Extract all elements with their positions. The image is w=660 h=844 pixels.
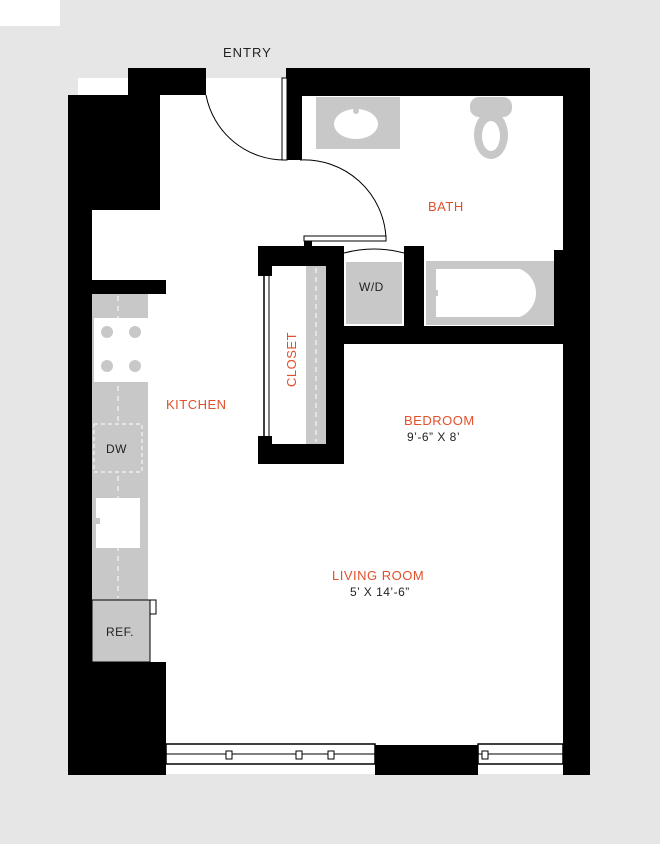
entry-door-swing xyxy=(205,94,287,161)
kitchen-header-wall xyxy=(68,280,166,294)
faucet xyxy=(353,108,359,114)
bedroom-label: BEDROOM xyxy=(404,413,475,428)
wd-label: W/D xyxy=(359,280,384,294)
ref-label: REF. xyxy=(106,625,135,639)
bedroom-top-wall xyxy=(344,326,564,344)
tub-end-wall xyxy=(554,250,564,330)
refrigerator xyxy=(91,599,151,663)
burner xyxy=(129,326,141,338)
entry-door-leaf xyxy=(281,77,288,161)
tub-drain xyxy=(432,290,438,296)
exterior-walls xyxy=(68,68,590,775)
closet-shelf xyxy=(306,266,326,444)
closet-label: CLOSET xyxy=(284,331,300,388)
bath-fixtures xyxy=(316,97,554,325)
closet-right-wall xyxy=(326,246,344,464)
bath-door xyxy=(299,159,387,242)
washer-dryer xyxy=(346,262,402,324)
burner xyxy=(101,326,113,338)
entry-label: ENTRY xyxy=(223,45,272,60)
window-mullion xyxy=(295,750,303,760)
burner xyxy=(129,360,141,372)
kitchen-label: KITCHEN xyxy=(166,397,227,412)
window-mullion xyxy=(481,750,489,760)
entry-door xyxy=(205,77,288,161)
bath-door-swing xyxy=(299,159,387,239)
sink-basin xyxy=(334,109,378,139)
bath-door-leaf xyxy=(303,235,387,242)
living-room-dimensions: 5’ X 14’-6” xyxy=(350,585,410,599)
closet-top-wall xyxy=(258,246,344,266)
toilet-tank xyxy=(470,97,512,117)
bathtub-basin xyxy=(436,269,536,317)
window-mullion xyxy=(327,750,335,760)
top-wall-right xyxy=(286,68,590,96)
toilet-seat xyxy=(482,121,500,151)
dishwasher xyxy=(93,423,143,473)
bedroom-dimensions: 9’-6” X 8’ xyxy=(407,430,461,444)
fridge-handle xyxy=(149,599,157,615)
bottom-center-pier xyxy=(375,745,478,775)
left-pier xyxy=(84,95,160,210)
wd-door-swing xyxy=(343,248,405,254)
closet-bottom-wall xyxy=(258,444,344,464)
bath-door-jamb xyxy=(304,236,312,248)
bath-label: BATH xyxy=(428,199,464,214)
bath-jamb xyxy=(286,68,302,160)
kitchen-sink xyxy=(96,498,140,548)
bottom-left-pier xyxy=(68,662,166,775)
kitchen-counter xyxy=(91,294,157,663)
wd-right-wall xyxy=(404,246,424,344)
corner-block xyxy=(0,0,60,26)
sink-faucet xyxy=(94,518,100,524)
window-mullion xyxy=(225,750,233,760)
closet-left-top xyxy=(258,246,272,276)
windows xyxy=(165,743,564,765)
cooktop xyxy=(94,318,150,382)
living-room-label: LIVING ROOM xyxy=(332,568,425,583)
dw-label: DW xyxy=(106,442,127,456)
closet-details xyxy=(263,266,326,444)
right-wall xyxy=(563,68,590,775)
wd-door xyxy=(343,247,405,259)
interior-walls xyxy=(258,236,564,464)
burner xyxy=(101,360,113,372)
